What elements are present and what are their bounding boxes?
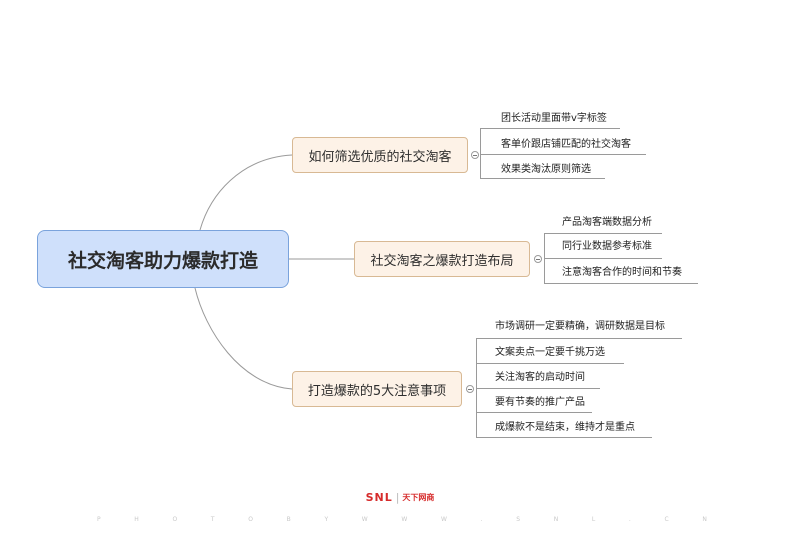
leaf-underline: [480, 128, 620, 129]
branch-topic-1-label: 如何筛选优质的社交淘客: [308, 149, 452, 165]
collapse-toggle-1[interactable]: [471, 151, 479, 159]
logo-separator: |: [395, 491, 400, 504]
footer-url-char: B: [286, 516, 291, 523]
branch-3-bracket: [476, 338, 477, 437]
logo-cn-text: 天下网商: [402, 493, 435, 502]
footer-url-char: H: [134, 516, 139, 523]
connector-root-to-branch-1: [199, 154, 293, 231]
leaf-underline: [544, 283, 698, 284]
leaf-underline: [544, 258, 662, 259]
collapse-toggle-2[interactable]: [534, 255, 542, 263]
footer-url-watermark: P H O T O B Y W W W. S N L. C N: [97, 516, 707, 523]
branch-topic-1[interactable]: 如何筛选优质的社交淘客: [292, 137, 468, 173]
branch-topic-3[interactable]: 打造爆款的5大注意事项: [292, 371, 462, 407]
connector-root-to-branch-3: [194, 287, 293, 390]
leaf-3-3[interactable]: 关注淘客的启动时间: [495, 372, 585, 383]
branch-topic-2-label: 社交淘客之爆款打造布局: [370, 253, 514, 269]
branch-topic-3-label: 打造爆款的5大注意事项: [307, 383, 447, 399]
footer-url-char: P: [97, 516, 101, 523]
footer-url-char: O: [172, 516, 178, 523]
leaf-underline: [476, 437, 652, 438]
footer-url-char: .: [480, 516, 483, 523]
footer-url-char: O: [248, 516, 253, 523]
footer-url-char: C: [664, 516, 669, 523]
root-topic-label: 社交淘客助力爆款打造: [67, 249, 258, 272]
footer-url-char: T: [210, 516, 215, 523]
leaf-underline: [476, 412, 592, 413]
leaf-underline: [476, 363, 624, 364]
leaf-2-1[interactable]: 产品淘客端数据分析: [562, 217, 652, 228]
leaf-underline: [476, 388, 600, 389]
footer-url-char: N: [553, 516, 559, 523]
leaf-1-2[interactable]: 客单价跟店铺匹配的社交淘客: [501, 139, 631, 150]
leaf-1-3[interactable]: 效果类淘汰原则筛选: [501, 164, 591, 175]
leaf-underline: [480, 154, 646, 155]
footer-url-char: Y: [324, 516, 329, 523]
leaf-underline: [480, 178, 605, 179]
leaf-3-2[interactable]: 文案卖点一定要千挑万选: [495, 347, 605, 358]
footer-url-char: W: [361, 516, 368, 523]
leaf-underline: [476, 338, 682, 339]
leaf-2-3[interactable]: 注意淘客合作的时间和节奏: [562, 267, 682, 278]
leaf-3-4[interactable]: 要有节奏的推广产品: [495, 397, 585, 408]
leaf-3-5[interactable]: 成爆款不是结束，维持才是重点: [495, 422, 635, 433]
footer-url-char: S: [516, 516, 521, 523]
footer-url-char: W: [441, 516, 447, 523]
footer-logo: SNL|天下网商: [0, 491, 800, 504]
collapse-toggle-3[interactable]: [466, 385, 474, 393]
footer-url-char: L: [591, 516, 596, 523]
footer-url-char: N: [702, 516, 707, 523]
footer-url-char: W: [401, 516, 408, 523]
leaf-3-1[interactable]: 市场调研一定要精确，调研数据是目标: [495, 321, 665, 332]
leaf-1-1[interactable]: 团长活动里面带v字标签: [501, 113, 607, 124]
logo-snl-text: SNL: [365, 491, 393, 504]
leaf-underline: [544, 233, 662, 234]
footer-url-char: .: [628, 516, 631, 523]
root-topic[interactable]: 社交淘客助力爆款打造: [37, 230, 289, 288]
branch-topic-2[interactable]: 社交淘客之爆款打造布局: [354, 241, 530, 277]
leaf-2-2[interactable]: 同行业数据参考标准: [562, 241, 652, 252]
branch-1-bracket: [480, 128, 481, 178]
